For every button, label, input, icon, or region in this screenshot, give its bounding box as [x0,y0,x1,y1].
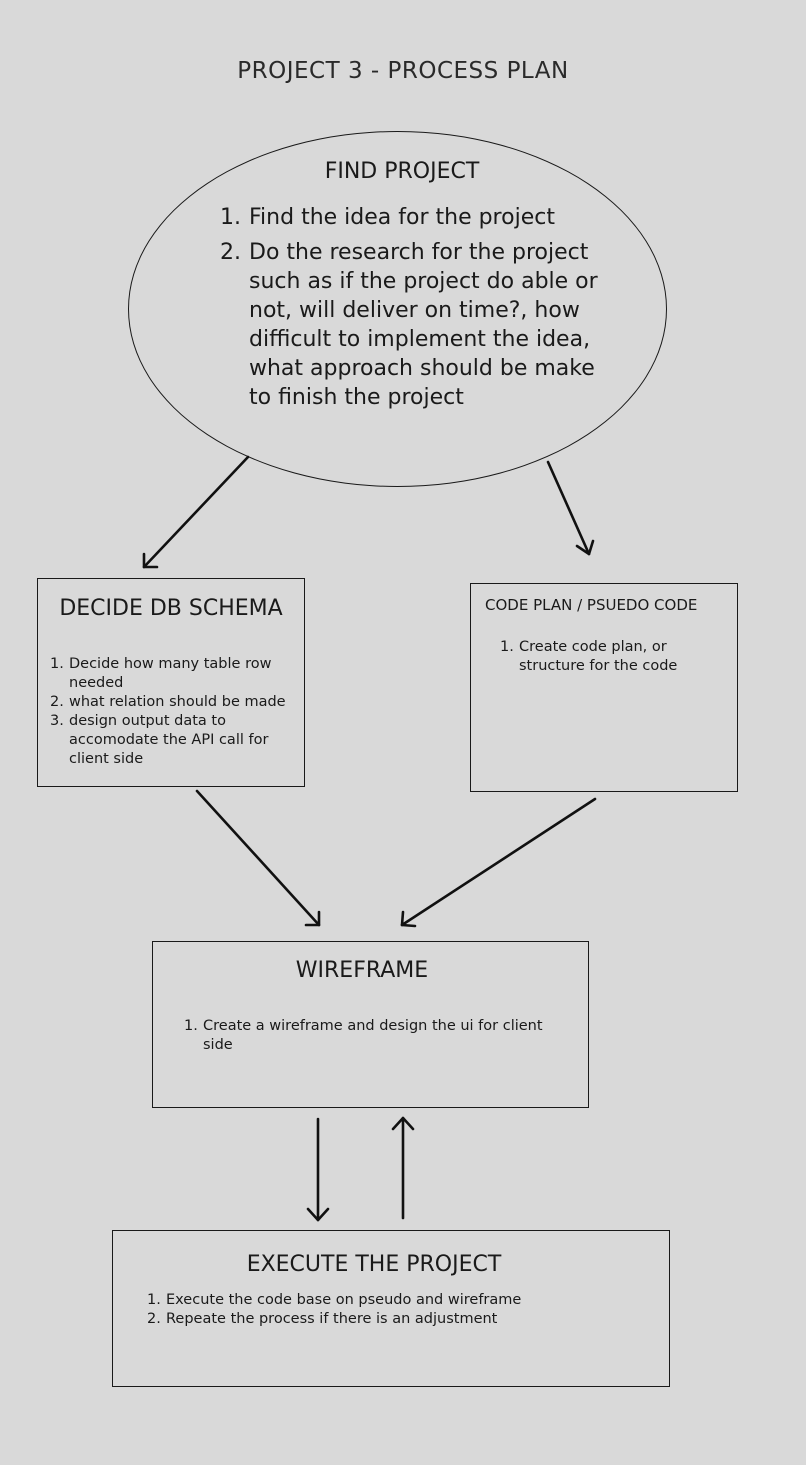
arrow-wireframe-to-execute [306,1117,330,1222]
list-item: 2.Do the research for the project such a… [220,240,598,410]
arrow-find-to-db [142,455,250,569]
arrow-code-to-wireframe [400,797,597,928]
diagram-title: PROJECT 3 - PROCESS PLAN [237,58,569,84]
find-project-node [128,131,667,487]
wireframe-node [152,941,589,1108]
arrow-find-to-code [546,460,595,556]
db-schema-title: DECIDE DB SCHEMA [59,596,283,621]
db-schema-node [37,578,305,787]
execute-list: 1.Execute the code base on pseudo and wi… [147,1291,627,1329]
wireframe-title: WIREFRAME [295,958,429,983]
list-item: 2.Repeate the process if there is an adj… [147,1311,498,1327]
code-plan-node [470,583,738,792]
list-item: 1.Create a wireframe and design the ui f… [184,1018,543,1053]
arrow-execute-to-wireframe [391,1116,415,1220]
list-item: 1.Find the idea for the project [220,205,555,230]
find-project-title: FIND PROJECT [324,159,480,184]
list-item: 2.what relation should be made [50,694,286,710]
code-plan-title: CODE PLAN / PSUEDO CODE [485,596,698,614]
find-project-list: 1.Find the idea for the project 2.Do the… [220,203,615,418]
list-item: 1.Decide how many table row needed [50,656,272,691]
db-schema-list: 1.Decide how many table row needed 2.wha… [50,655,300,769]
arrow-db-to-wireframe [195,789,321,927]
wireframe-list: 1.Create a wireframe and design the ui f… [184,1017,544,1055]
execute-title: EXECUTE THE PROJECT [246,1252,502,1277]
code-plan-list: 1.Create code plan, or structure for the… [500,638,700,676]
list-item: 1.Execute the code base on pseudo and wi… [147,1292,522,1308]
list-item: 3.design output data to accomodate the A… [50,713,269,767]
execute-node [112,1230,670,1387]
list-item: 1.Create code plan, or structure for the… [500,639,678,674]
